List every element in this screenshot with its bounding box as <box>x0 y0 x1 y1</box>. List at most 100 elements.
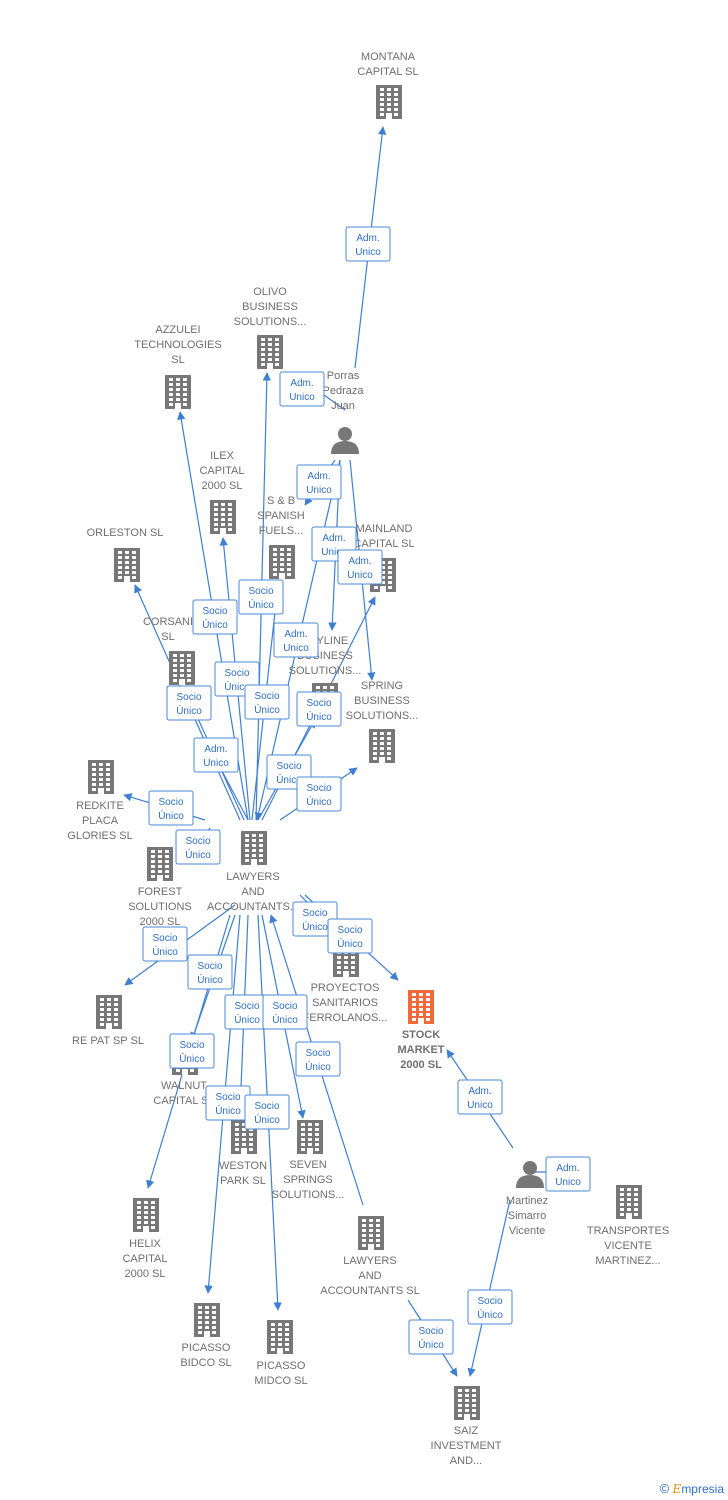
node-olivo[interactable]: OLIVOBUSINESSSOLUTIONS... <box>234 286 307 369</box>
node-label: SOLUTIONS... <box>289 665 362 677</box>
edge-label-text: Adm. <box>284 629 307 640</box>
building-icon <box>267 1320 293 1354</box>
node-label: SPRING <box>361 680 403 692</box>
building-icon <box>231 1120 257 1154</box>
edge-label-porras-to-spring[interactable]: Adm.Unico <box>337 549 383 585</box>
edge-label-text: Socio <box>185 836 210 847</box>
node-label: SOLUTIONS... <box>234 316 307 328</box>
brand-footer[interactable]: © Empresia <box>660 1481 724 1496</box>
edge-label-text: Unico <box>347 570 373 581</box>
building-icon <box>616 1185 642 1219</box>
node-label: Porras <box>327 370 360 382</box>
building-icon <box>133 1198 159 1232</box>
node-saiz[interactable]: SAIZINVESTMENTAND... <box>431 1386 502 1467</box>
edge-label-text: Adm. <box>204 744 227 755</box>
node-transportes[interactable]: TRANSPORTESVICENTEMARTINEZ... <box>587 1185 669 1267</box>
node-repat[interactable]: RE PAT SP SL <box>72 995 144 1047</box>
node-label: CAPITAL <box>199 465 244 477</box>
node-seven[interactable]: SEVENSPRINGSSOLUTIONS... <box>272 1120 345 1201</box>
node-label: PARK SL <box>220 1175 266 1187</box>
node-label: SAIZ <box>454 1425 479 1437</box>
edge-label-text: Único <box>337 937 363 950</box>
edge-label-text: Socio <box>202 606 227 617</box>
edge-label-porras-to-sb[interactable]: Adm.Unico <box>296 464 342 500</box>
edge-label-text: Unico <box>467 1100 493 1111</box>
node-label: FUELS... <box>259 525 304 537</box>
building-icon <box>269 545 295 579</box>
edge-label-text: Socio <box>158 797 183 808</box>
edge-label-text: Socio <box>306 698 331 709</box>
edge-label-text: Socio <box>179 1040 204 1051</box>
building-icon <box>241 831 267 865</box>
building-icon <box>169 651 195 685</box>
brand-name: mpresia <box>681 1482 724 1496</box>
edge-label-text: Socio <box>477 1296 502 1307</box>
edge-label-lawyers1-to-corsani[interactable]: Adm.Unico <box>193 737 239 773</box>
edge-label-text: Único <box>185 848 211 861</box>
node-label: LAWYERS <box>226 871 279 883</box>
node-proyectos[interactable]: PROYECTOSSANITARIOSFERROLANOS... <box>303 943 388 1024</box>
edge-label-text: Socio <box>305 1048 330 1059</box>
edge-label-text: Unico <box>355 247 381 258</box>
edge-label-text: Único <box>197 973 223 986</box>
edge-label-text: Socio <box>215 1092 240 1103</box>
edge-label-text: Socio <box>276 761 301 772</box>
edge-label-porras-to-montana[interactable]: Adm.Unico <box>345 226 391 262</box>
node-label: CAPITAL SL <box>353 538 414 550</box>
edge-label-martinez-to-transportes[interactable]: Adm.Unico <box>545 1156 591 1192</box>
edge-label-text: Único <box>202 618 228 631</box>
node-label: BUSINESS <box>354 695 410 707</box>
node-label: Pedraza <box>323 385 365 397</box>
edge-label-porras-to-lawyers1[interactable]: Adm.Unico <box>273 622 319 658</box>
node-label: LAWYERS <box>343 1255 396 1267</box>
node-spring[interactable]: SPRINGBUSINESSSOLUTIONS... <box>346 680 419 763</box>
node-label: SANITARIOS <box>312 997 378 1009</box>
node-label: CAPITAL <box>122 1253 167 1265</box>
building-icon <box>369 729 395 763</box>
node-lawyers1[interactable]: LAWYERSANDACCOUNTANTS... <box>207 831 299 913</box>
node-sb[interactable]: S & BSPANISHFUELS... <box>257 495 305 579</box>
edge-label-text: Socio <box>302 908 327 919</box>
edge-label-martinez-to-stock[interactable]: Adm.Unico <box>457 1079 503 1115</box>
edge-label-porras-to-olivo[interactable]: Adm.Unico <box>279 371 325 407</box>
edge-martinez-to-saiz <box>467 1199 511 1377</box>
edge-label-text: Unico <box>555 1177 581 1188</box>
node-orleston[interactable]: ORLESTON SL <box>87 527 164 582</box>
node-label: 2000 SL <box>202 480 243 492</box>
